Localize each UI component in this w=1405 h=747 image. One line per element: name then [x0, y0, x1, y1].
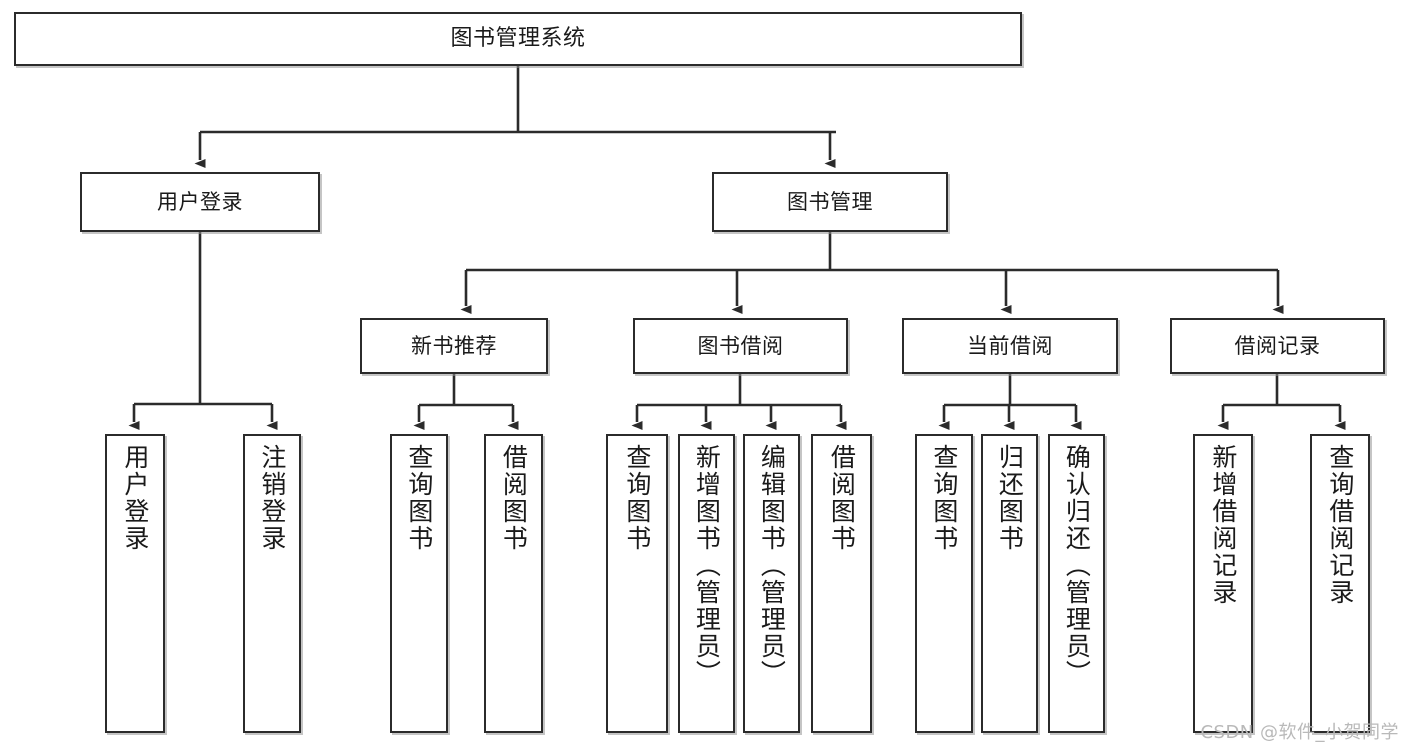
- leaf-borrow-book-label: 借阅图书: [827, 444, 857, 552]
- node-user-login[interactable]: 用户登录: [80, 172, 320, 232]
- leaf-borrow-book-recommend-label: 借阅图书: [499, 444, 529, 552]
- node-book-management[interactable]: 图书管理: [712, 172, 948, 232]
- leaf-user-login-label: 用户登录: [120, 444, 150, 552]
- leaf-logout[interactable]: 注销登录: [243, 434, 301, 733]
- leaf-return-book-label: 归还图书: [995, 444, 1025, 552]
- node-new-book-recommend[interactable]: 新书推荐: [360, 318, 548, 374]
- node-book-management-label: 图书管理: [787, 189, 873, 214]
- node-borrow-record-label: 借阅记录: [1234, 333, 1321, 358]
- leaf-borrow-book-recommend[interactable]: 借阅图书: [484, 434, 543, 733]
- leaf-user-login[interactable]: 用户登录: [105, 434, 165, 733]
- csdn-watermark: CSDN @软件_小贺同学: [1200, 722, 1399, 743]
- leaf-edit-book-admin-label: 编辑图书（管理员）: [757, 444, 787, 687]
- leaf-borrow-book[interactable]: 借阅图书: [811, 434, 872, 733]
- leaf-query-borrow-record[interactable]: 查询借阅记录: [1310, 434, 1370, 733]
- leaf-query-book-current-label: 查询图书: [929, 444, 959, 552]
- leaf-query-borrow-record-label: 查询借阅记录: [1325, 444, 1355, 606]
- node-current-borrow[interactable]: 当前借阅: [902, 318, 1118, 374]
- node-root-label: 图书管理系统: [450, 26, 586, 52]
- leaf-query-book-recommend[interactable]: 查询图书: [390, 434, 448, 733]
- leaf-add-borrow-record-label: 新增借阅记录: [1208, 444, 1238, 606]
- leaf-query-book-borrow[interactable]: 查询图书: [606, 434, 668, 733]
- leaf-logout-label: 注销登录: [257, 444, 287, 552]
- node-root[interactable]: 图书管理系统: [14, 12, 1022, 66]
- leaf-query-book-recommend-label: 查询图书: [404, 444, 434, 552]
- leaf-add-book-admin[interactable]: 新增图书（管理员）: [678, 434, 735, 733]
- leaf-query-book-borrow-label: 查询图书: [622, 444, 652, 552]
- leaf-add-book-admin-label: 新增图书（管理员）: [692, 444, 722, 687]
- node-current-borrow-label: 当前借阅: [967, 333, 1053, 358]
- leaf-query-book-current[interactable]: 查询图书: [915, 434, 973, 733]
- node-user-login-label: 用户登录: [157, 189, 243, 214]
- node-borrow-record[interactable]: 借阅记录: [1170, 318, 1385, 374]
- leaf-confirm-return-admin[interactable]: 确认归还（管理员）: [1048, 434, 1105, 733]
- node-book-borrow-label: 图书借阅: [697, 333, 784, 358]
- node-book-borrow[interactable]: 图书借阅: [633, 318, 848, 374]
- leaf-edit-book-admin[interactable]: 编辑图书（管理员）: [743, 434, 800, 733]
- node-new-book-recommend-label: 新书推荐: [411, 333, 497, 358]
- leaf-return-book[interactable]: 归还图书: [981, 434, 1038, 733]
- leaf-add-borrow-record[interactable]: 新增借阅记录: [1193, 434, 1253, 733]
- leaf-confirm-return-admin-label: 确认归还（管理员）: [1062, 444, 1092, 687]
